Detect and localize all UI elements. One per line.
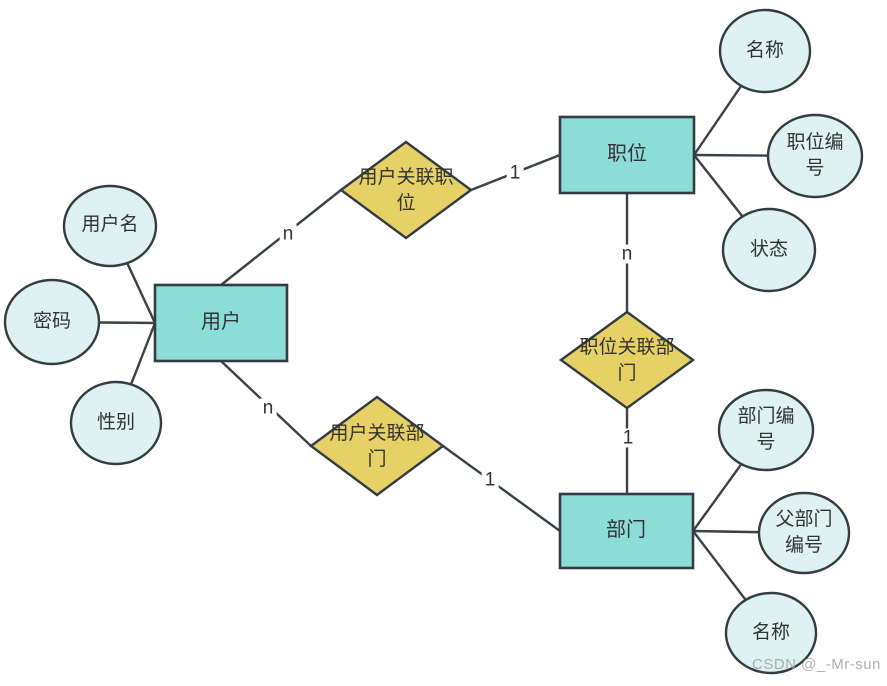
entity-position-label: 职位 xyxy=(607,143,647,166)
cardinality-label: n xyxy=(279,224,297,244)
entity-position-rect xyxy=(558,115,696,195)
attribute-gender-ellipse xyxy=(69,380,163,466)
attribute-department-name-ellipse xyxy=(724,591,818,675)
attribute-password-label: 密码 xyxy=(32,310,72,332)
attribute-position-status-label: 状态 xyxy=(749,238,789,260)
entity-department-rect xyxy=(558,492,695,570)
attribute-department-name-label: 名称 xyxy=(751,621,791,643)
relationship-position-department-label: 职位关联部门 xyxy=(579,336,675,384)
attribute-parent-department-code-ellipse xyxy=(757,491,851,575)
attribute-password-ellipse xyxy=(3,278,101,366)
attribute-department-code-ellipse xyxy=(717,388,815,472)
relationship-user-department-label: 用户关联部门 xyxy=(329,422,425,470)
entity-user-label: 用户 xyxy=(201,311,241,334)
relationship-user-department-diamond xyxy=(308,395,446,497)
relationship-user-position-label: 用户关联职位 xyxy=(358,166,454,214)
attribute-username-ellipse xyxy=(62,184,158,268)
attribute-position-name-ellipse xyxy=(718,8,812,94)
attribute-username-label: 用户名 xyxy=(81,213,139,235)
cardinality-label: 1 xyxy=(506,163,524,183)
attribute-department-code-label: 部门编号 xyxy=(737,405,795,453)
cardinality-label: n xyxy=(259,398,277,418)
attribute-gender-label: 性别 xyxy=(96,411,136,433)
entity-user-rect xyxy=(153,283,289,363)
attribute-parent-department-code-label: 父部门编号 xyxy=(775,508,833,556)
relationship-user-position-diamond xyxy=(338,140,474,240)
relationship-position-department-diamond xyxy=(558,310,696,410)
attribute-position-name-label: 名称 xyxy=(745,39,785,61)
attribute-position-code-ellipse xyxy=(766,113,864,199)
attribute-position-code-label: 职位编号 xyxy=(786,131,844,179)
cardinality-label: 1 xyxy=(619,428,637,448)
entity-department-label: 部门 xyxy=(606,519,646,542)
cardinality-label: n xyxy=(618,244,636,264)
connector-reluserdepartment-department xyxy=(442,445,561,532)
cardinality-label: 1 xyxy=(481,470,499,490)
watermark: CSDN @_-Mr-sun xyxy=(752,656,881,673)
attribute-position-status-ellipse xyxy=(721,207,817,293)
